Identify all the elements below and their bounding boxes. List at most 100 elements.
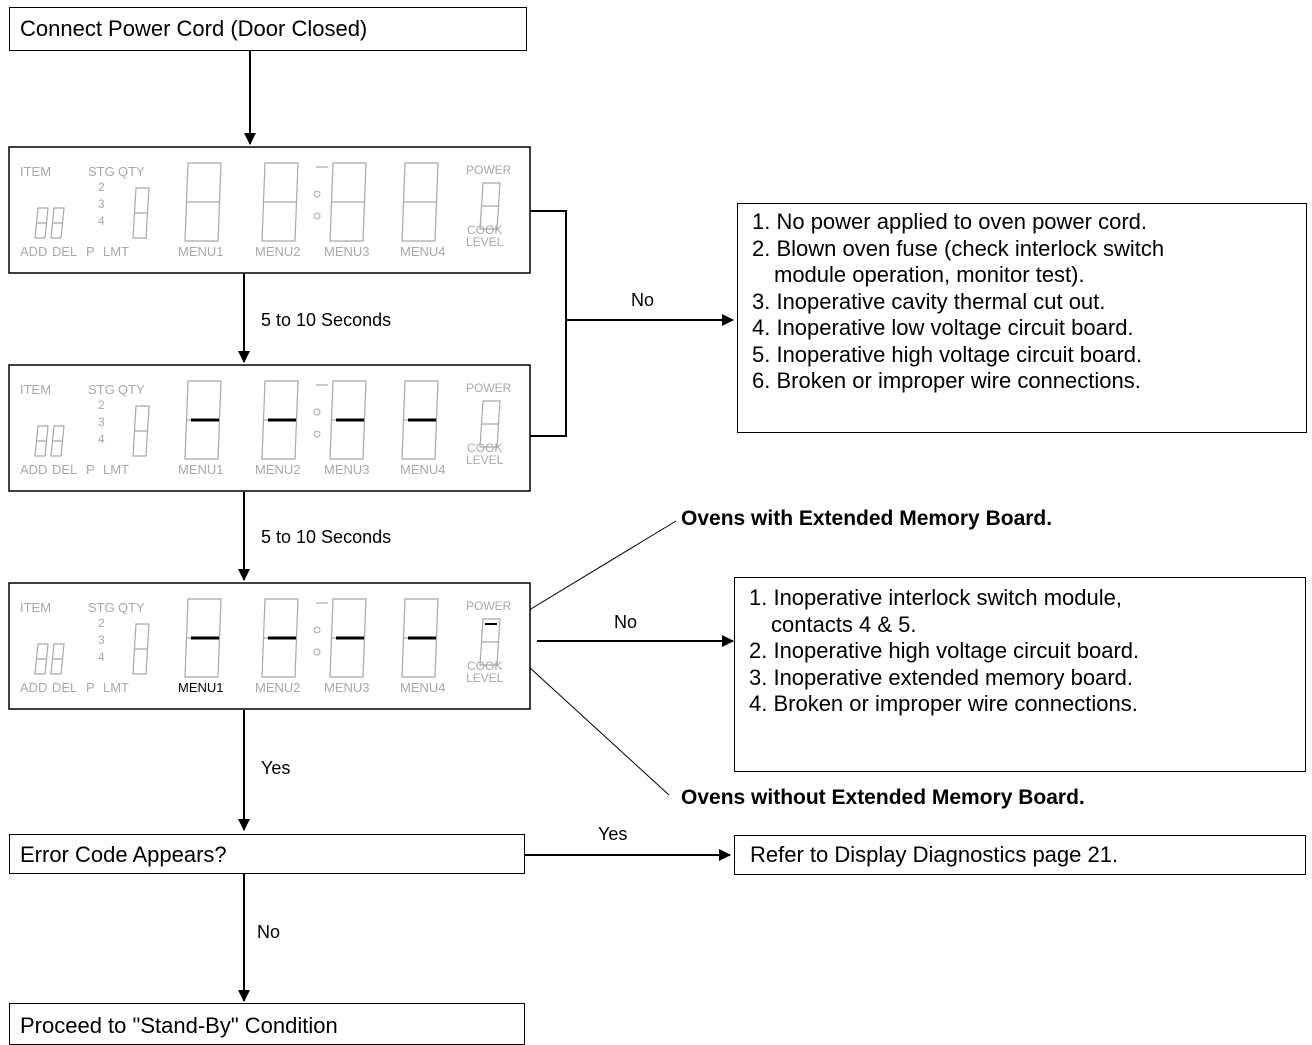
label-no-second: No (614, 612, 638, 632)
step-error-question-text: Error Code Appears? (20, 842, 227, 867)
label-menu2: MENU2 (255, 680, 301, 695)
label-stg: STG (88, 600, 115, 615)
step-refer-diagnostics: Refer to Display Diagnostics page 21. (734, 835, 1306, 875)
note-without-memory: Ovens without Extended Memory Board. (681, 786, 1085, 809)
causes-box-first: 1. No power applied to oven power cord.2… (737, 203, 1307, 433)
label-power: POWER (466, 381, 512, 395)
label-add: ADD (20, 244, 47, 259)
label-menu1: MENU1 (178, 462, 224, 477)
seven-segment-digit (479, 400, 501, 448)
seven-segment-digit (479, 618, 501, 666)
label-menu3: MENU3 (324, 462, 370, 477)
label-menu2: MENU2 (255, 462, 301, 477)
label-item: ITEM (20, 600, 51, 615)
label-delay-2: 5 to 10 Seconds (261, 527, 392, 547)
colon-dot (313, 408, 321, 416)
seven-segment-digit (50, 643, 65, 675)
label-stage-2: 2 (98, 398, 105, 412)
cause-item: 3. Inoperative cavity thermal cut out. (752, 289, 1306, 316)
label-power: POWER (466, 163, 512, 177)
label-qty: QTY (118, 164, 145, 179)
label-stg: STG (88, 382, 115, 397)
step-connect-power-text: Connect Power Cord (Door Closed) (20, 16, 368, 41)
label-menu1: MENU1 (178, 244, 224, 259)
cause-item: 2. Blown oven fuse (check interlock swit… (752, 236, 1306, 289)
cause-text-continued: contacts 4 & 5. (771, 611, 917, 637)
step-proceed-text: Proceed to "Stand-By" Condition (20, 1013, 338, 1038)
causes-list-second: 1. Inoperative interlock switch module,c… (749, 585, 1305, 718)
label-qty: QTY (118, 600, 145, 615)
colon-dot (313, 212, 321, 220)
label-no-first: No (631, 290, 655, 310)
label-yes-error: Yes (598, 824, 628, 844)
cause-text: 6. Broken or improper wire connections. (752, 368, 1141, 393)
label-qty: QTY (118, 382, 145, 397)
note-with-memory: Ovens with Extended Memory Board. (681, 507, 1053, 530)
label-stage-3: 3 (98, 633, 105, 647)
label-item: ITEM (20, 164, 51, 179)
seven-segment-digit (261, 162, 299, 242)
label-stage-3: 3 (98, 197, 105, 211)
label-del: DEL (52, 680, 77, 695)
label-level: LEVEL (466, 453, 504, 467)
label-menu4: MENU4 (400, 244, 446, 259)
cause-text: 3. Inoperative cavity thermal cut out. (752, 288, 1106, 314)
label-cook: COOK (467, 441, 502, 455)
leader-with-memory (505, 520, 677, 625)
label-level: LEVEL (466, 671, 504, 685)
label-stage-4: 4 (98, 214, 105, 228)
seven-segment-digit (184, 162, 222, 242)
cause-item: 6. Broken or improper wire connections. (752, 368, 1306, 395)
label-delay-1: 5 to 10 Seconds (261, 310, 392, 330)
cause-text: 4. Broken or improper wire connections. (749, 691, 1138, 716)
cause-item: 4. Broken or improper wire connections. (749, 691, 1305, 718)
seven-segment-digit (50, 425, 65, 457)
seven-segment-digit (132, 187, 150, 239)
label-menu4: MENU4 (400, 462, 446, 477)
seven-segment-digit (34, 425, 49, 457)
cause-text: 1. No power applied to oven power cord. (752, 209, 1148, 234)
seven-segment-digit (50, 207, 65, 239)
causes-list-first: 1. No power applied to oven power cord.2… (752, 209, 1306, 395)
label-stage-2: 2 (98, 616, 105, 630)
seven-segment-digit (401, 162, 439, 242)
label-p: P (86, 680, 95, 695)
label-add: ADD (20, 680, 47, 695)
label-power: POWER (466, 599, 512, 613)
label-del: DEL (52, 244, 77, 259)
label-cook: COOK (467, 223, 502, 237)
label-level: LEVEL (466, 235, 504, 249)
step-refer-diagnostics-text: Refer to Display Diagnostics page 21. (750, 842, 1119, 867)
seven-segment-digit (34, 643, 49, 675)
label-lmt: LMT (103, 244, 129, 259)
label-stage-4: 4 (98, 432, 105, 446)
cause-item: 1. Inoperative interlock switch module,c… (749, 585, 1305, 638)
label-menu3: MENU3 (324, 680, 370, 695)
label-item: ITEM (20, 382, 51, 397)
colon-dot (313, 648, 321, 656)
causes-box-second: 1. Inoperative interlock switch module,c… (734, 577, 1306, 772)
leader-without-memory (505, 645, 670, 796)
cause-text-continued: module operation, monitor test). (774, 262, 1085, 287)
label-stage-4: 4 (98, 650, 105, 664)
label-menu2: MENU2 (255, 244, 301, 259)
step-connect-power: Connect Power Cord (Door Closed) (9, 7, 527, 51)
colon-dot (313, 430, 321, 438)
label-cook: COOK (467, 659, 502, 673)
colon-dot (313, 626, 321, 634)
label-menu4: MENU4 (400, 680, 446, 695)
cause-text: 4. Inoperative low voltage circuit board… (752, 315, 1134, 340)
label-lmt: LMT (103, 462, 129, 477)
cause-text: 2. Blown oven fuse (check interlock swit… (752, 235, 1165, 261)
display-panel-frame (8, 582, 531, 710)
seven-segment-digit (132, 405, 150, 457)
label-yes-display: Yes (261, 758, 291, 778)
label-stg: STG (88, 164, 115, 179)
cause-item: 3. Inoperative extended memory board. (749, 665, 1305, 692)
label-add: ADD (20, 462, 47, 477)
display-panel-frame (8, 146, 531, 274)
seven-segment-digit (34, 207, 49, 239)
display-panel-frame (8, 364, 531, 492)
